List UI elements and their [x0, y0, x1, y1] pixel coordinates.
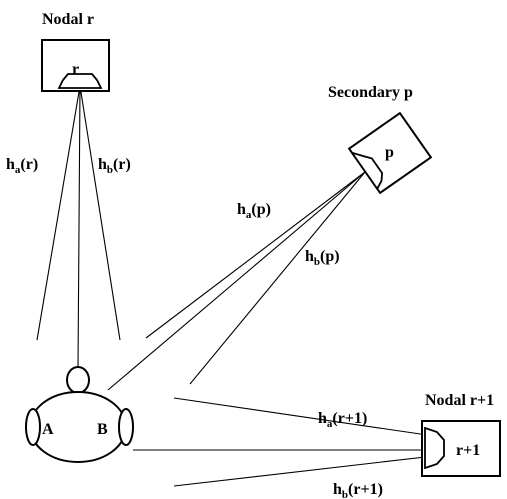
nodal-r1-speaker	[421, 420, 501, 477]
nodal-r1-lines	[133, 397, 435, 487]
nodal-r-inner-label: r	[72, 61, 79, 78]
secondary-p-lines	[107, 171, 366, 391]
ear-a-label: A	[42, 421, 54, 438]
path-label-ha-p: ha(p)	[237, 201, 271, 221]
nodal-r-lines	[36, 85, 121, 369]
nodal-r-title: Nodal r	[42, 11, 94, 28]
path-label-hb-r1: hb(r+1)	[333, 481, 383, 499]
nodal-r-speaker	[41, 39, 110, 92]
path-label-hb-p: hb(p)	[305, 248, 340, 268]
path-label-ha-r: ha(r)	[6, 156, 38, 176]
secondary-p-inner-label: p	[385, 144, 394, 161]
nodal-r1-title: Nodal r+1	[425, 392, 494, 409]
secondary-p-title: Secondary p	[328, 84, 413, 101]
path-label-hb-r: hb(r)	[98, 156, 131, 176]
nodal-r1-inner-label: r+1	[456, 442, 480, 459]
ear-b-label: B	[97, 421, 108, 438]
secondary-p-speaker	[347, 111, 433, 195]
path-label-ha-r1: ha(r+1)	[318, 410, 367, 430]
listener-head	[25, 366, 134, 463]
